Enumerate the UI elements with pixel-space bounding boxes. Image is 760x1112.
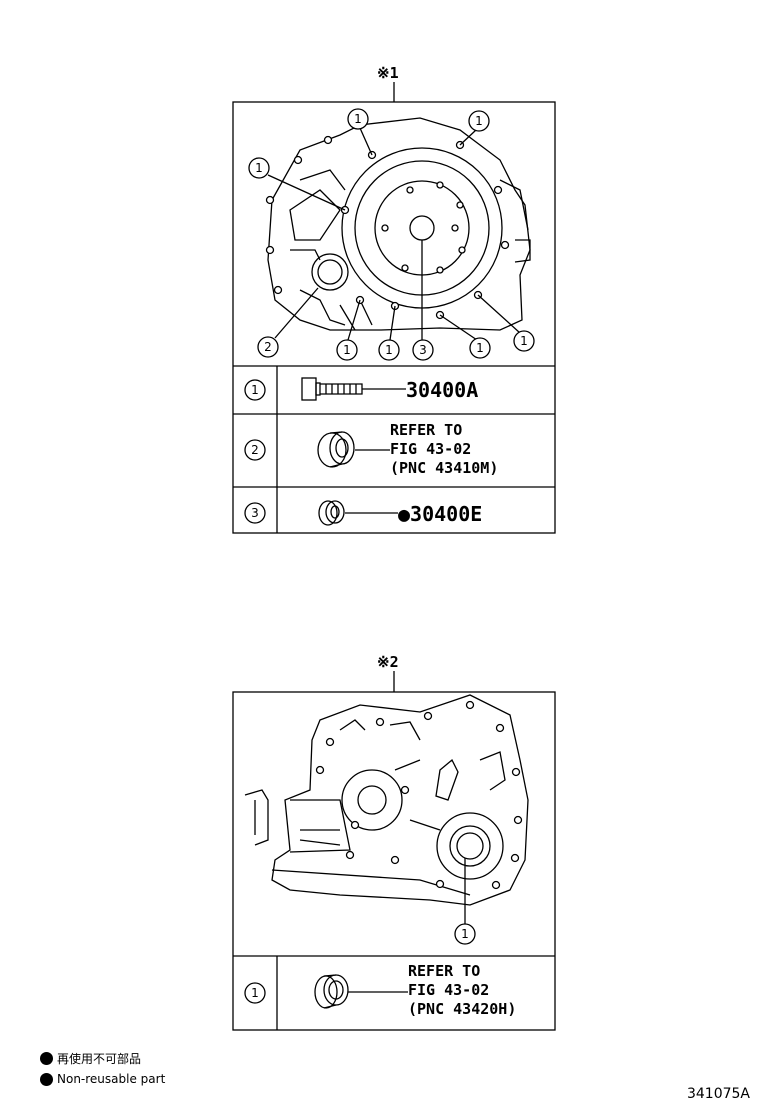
row-index-label: 3 [251, 506, 259, 520]
legend-item-jp: 再使用不可部品 [40, 1050, 141, 1067]
callout-label: 1 [385, 343, 393, 357]
section-1-callouts [248, 108, 535, 361]
transaxle-assembly-illustration [244, 694, 529, 906]
refer-text-line: (PNC 43410M) [390, 459, 498, 477]
part-number: 30400A [406, 378, 478, 402]
section-1-mark: ※1 [377, 64, 399, 82]
section-1-frame [232, 101, 556, 534]
callout-label: 1 [475, 114, 483, 128]
diagram-number: 341075A [686, 1086, 750, 1102]
row-index-label: 1 [251, 986, 259, 1000]
oil-seal-part-icon [317, 431, 355, 468]
o-ring-part-icon [318, 500, 345, 526]
legend-text: Non-reusable part [57, 1072, 166, 1086]
callout-circle [469, 337, 491, 359]
callout-label: 1 [461, 927, 469, 941]
callout-circle [468, 110, 490, 132]
refer-text-line: REFER TO [408, 962, 480, 980]
callout-circle [412, 339, 434, 361]
callout-circle [257, 336, 279, 358]
seal-part-icon [314, 974, 349, 1009]
section-2-mark: ※2 [377, 653, 399, 671]
callout-label: 3 [419, 343, 427, 357]
refer-text-line: FIG 43-02 [408, 981, 489, 999]
callout-label: 1 [476, 341, 484, 355]
callout-circle [378, 339, 400, 361]
refer-text-line: REFER TO [390, 421, 462, 439]
refer-text-line: FIG 43-02 [390, 440, 471, 458]
legend-item-en: Non-reusable part [40, 1072, 165, 1086]
callout-circle [336, 339, 358, 361]
callout-label: 2 [264, 340, 272, 354]
callout-label: 1 [255, 161, 263, 175]
assembly-bolts [315, 700, 523, 890]
row-index-label: 2 [251, 443, 259, 457]
callout-label: 1 [343, 343, 351, 357]
bolt-part-icon [301, 377, 363, 401]
callout-circle [454, 923, 476, 945]
row-index-circle [244, 502, 266, 524]
callout-label: 1 [520, 334, 528, 348]
row-index-circle [244, 982, 266, 1004]
filled-circle-icon [40, 1072, 53, 1086]
callout-circle [347, 108, 369, 130]
row-index-circle [244, 379, 266, 401]
transaxle-case-illustration [267, 117, 531, 331]
filled-circle-icon [40, 1052, 53, 1065]
section-2-callouts [454, 858, 476, 945]
callout-circle [513, 330, 535, 352]
callout-label: 1 [354, 112, 362, 126]
callout-circle [248, 157, 270, 179]
part-number: ●30400E [398, 502, 482, 526]
legend-text: 再使用不可部品 [57, 1052, 142, 1066]
row-index-label: 1 [251, 383, 259, 397]
section-2-frame [232, 691, 556, 1031]
refer-text-line: (PNC 43420H) [408, 1000, 516, 1018]
row-index-circle [244, 439, 266, 461]
